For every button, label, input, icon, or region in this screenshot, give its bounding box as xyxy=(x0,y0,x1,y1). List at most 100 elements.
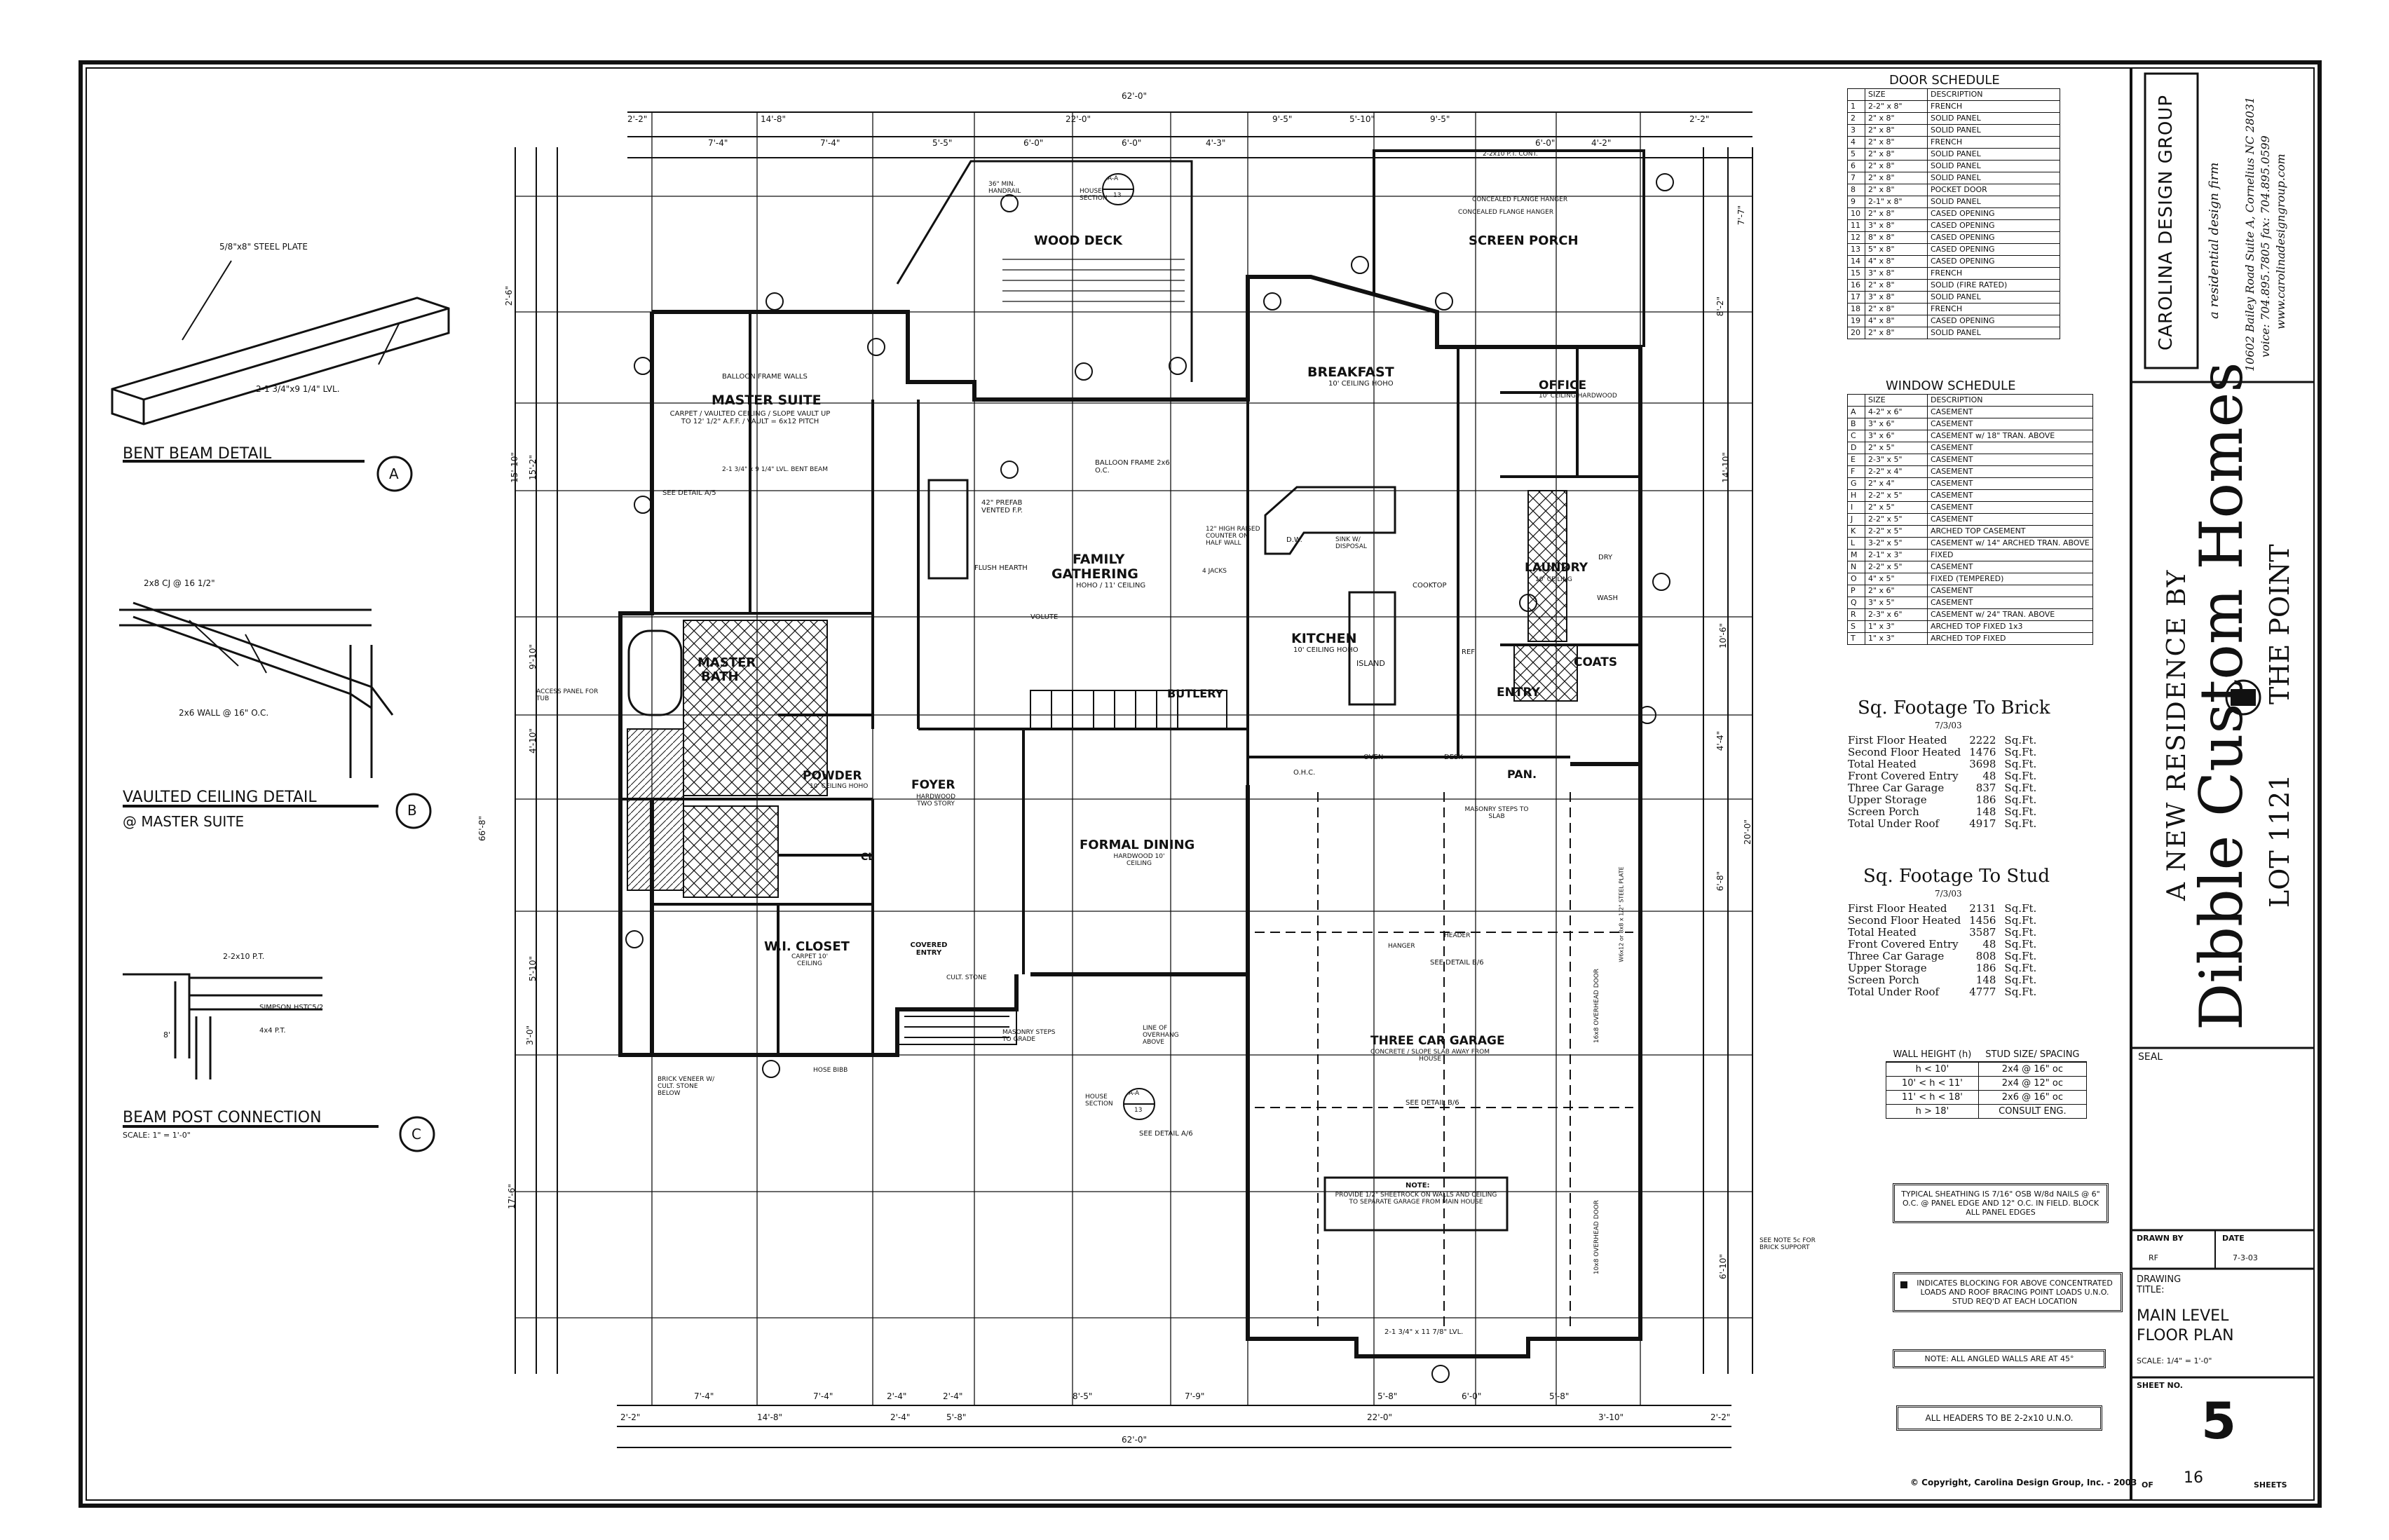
beam-post-scale: SCALE: 1" = 1'-0" xyxy=(123,1131,191,1140)
sq-stud-cell: Front Covered Entry xyxy=(1848,938,1959,950)
window-schedule-cell: 3" x 6" xyxy=(1865,430,1928,442)
dim-bot-h: 6'-0" xyxy=(1462,1391,1482,1401)
door-schedule-cell: 2" x 8" xyxy=(1865,303,1928,315)
community-name: THE POINT xyxy=(2264,544,2295,704)
dim-bot2-b: 14'-8" xyxy=(757,1412,783,1422)
room-butlery: BUTLERY xyxy=(1167,687,1224,700)
note-sheetrock-title: NOTE: xyxy=(1406,1182,1430,1190)
sq-brick-cell: Sq.Ft. xyxy=(2004,770,2037,782)
dim-top2-d: 6'-0" xyxy=(1023,138,1044,148)
room-entry: ENTRY xyxy=(1497,686,1540,700)
note-dw: D.W. xyxy=(1286,536,1302,544)
door-schedule-cell: 2" x 8" xyxy=(1865,279,1928,292)
note-bent-beam: 2-1 3/4" x 9 1/4" LVL. BENT BEAM xyxy=(722,466,828,473)
compass-icon xyxy=(2222,676,2264,718)
sq-brick-row: Second Floor Heated 1476 Sq.Ft. xyxy=(1844,747,2041,758)
room-powder-sub: 10' CEILING HOHO xyxy=(810,783,869,790)
section-sheet-top: 13 xyxy=(1113,192,1122,199)
room-foyer-sub: HARDWOOD TWO STORY xyxy=(916,793,956,808)
door-schedule-cell: FRENCH xyxy=(1927,100,2060,113)
bent-beam-note-plate: 5/8"x8" STEEL PLATE xyxy=(219,242,308,252)
sq-brick-cell: Sq.Ft. xyxy=(2004,782,2037,794)
note-flush-hearth: FLUSH HEARTH xyxy=(974,564,1028,572)
date-label: DATE xyxy=(2222,1234,2245,1243)
window-schedule-cell: 2" x 5" xyxy=(1865,442,1928,454)
note-cult-stone: CULT. STONE xyxy=(946,974,987,981)
company-web: www.carolinadesigngroup.com xyxy=(2274,154,2287,329)
sq-brick-cell: 837 xyxy=(1975,782,1996,794)
date-value: 7-3-03 xyxy=(2233,1253,2258,1262)
dim-top2-b: 7'-4" xyxy=(820,138,840,148)
room-powder: POWDER xyxy=(803,769,862,783)
note-volute: VOLUTE xyxy=(1030,613,1059,621)
sq-brick-cell: Sq.Ft. xyxy=(2004,805,2037,818)
drawing-title-label: DRAWING TITLE: xyxy=(2137,1274,2182,1295)
note-angled-walls: NOTE: ALL ANGLED WALLS ARE AT 45° xyxy=(1893,1349,2106,1368)
sq-stud-cell: Sq.Ft. xyxy=(2004,986,2037,998)
room-master-bath: MASTER xyxy=(697,655,756,670)
door-schedule-cell: SOLID PANEL xyxy=(1927,327,2060,339)
door-schedule-cell: 5" x 8" xyxy=(1865,243,1928,256)
window-schedule-cell: CASEMENT w/ 14" ARCHED TRAN. ABOVE xyxy=(1927,537,2093,550)
room-wi-closet-sub: CARPET 10' CEILING xyxy=(791,953,829,967)
room-coats: COATS xyxy=(1574,655,1618,669)
note-balloon-frame: BALLOON FRAME WALLS xyxy=(722,373,808,381)
drawn-by-label: DRAWN BY xyxy=(2137,1234,2184,1243)
bent-beam-title: BENT BEAM DETAIL xyxy=(123,445,272,463)
note-see-detail-b6-1: SEE DETAIL B/6 xyxy=(1430,959,1484,967)
sq-stud-cell: Sq.Ft. xyxy=(2004,962,2037,974)
sq-stud-cell: 808 xyxy=(1975,950,1996,962)
sq-brick-cell: Second Floor Heated xyxy=(1848,746,1961,758)
sq-brick-cell: Sq.Ft. xyxy=(2004,758,2037,770)
dim-top-e: 5'-10" xyxy=(1349,114,1375,124)
sq-stud-cell: Screen Porch xyxy=(1848,974,1919,986)
beam-post-mark: C xyxy=(411,1126,421,1143)
section-sheet-bot: 13 xyxy=(1134,1107,1143,1114)
sq-brick-cell: Sq.Ft. xyxy=(2004,746,2037,758)
note-oven: OVEN xyxy=(1363,754,1384,761)
room-foyer: FOYER xyxy=(911,778,955,792)
vaulted-title: VAULTED CEILING DETAIL xyxy=(123,789,317,806)
door-schedule-title: DOOR SCHEDULE xyxy=(1889,73,2000,88)
room-master-suite-sub: CARPET / VAULTED CEILING / SLOPE VAULT U… xyxy=(669,410,831,425)
sq-stud-cell: 148 xyxy=(1975,974,1996,986)
dim-bot-c: 2'-4" xyxy=(887,1391,907,1401)
sq-brick-cell: 4917 xyxy=(1969,817,1996,830)
sq-stud-cell: Second Floor Heated xyxy=(1848,914,1961,927)
section-mark-bot: A-A xyxy=(1129,1090,1140,1097)
vaulted-mark: B xyxy=(407,802,417,819)
door-schedule-cell: 2" x 8" xyxy=(1865,207,1928,220)
room-garage-sub: CONCRETE / SLOPE SLAB AWAY FROM HOUSE xyxy=(1370,1049,1490,1063)
room-cl: CL xyxy=(861,852,875,863)
note-cooktop: COOKTOP xyxy=(1413,582,1447,590)
room-formal-dining: FORMAL DINING xyxy=(1080,838,1195,852)
company-phone: voice: 704.895.7805 fax: 704.895.0599 xyxy=(2259,135,2272,357)
sq-stud-cell: Three Car Garage xyxy=(1848,950,1945,962)
sq-brick-cell: 1476 xyxy=(1969,746,1996,758)
sq-stud-cell: 186 xyxy=(1975,962,1996,974)
room-screen-porch: SCREEN PORCH xyxy=(1469,233,1579,248)
note-header: HEADER xyxy=(1444,932,1471,939)
door-schedule-cell: SOLID PANEL xyxy=(1927,148,2060,161)
